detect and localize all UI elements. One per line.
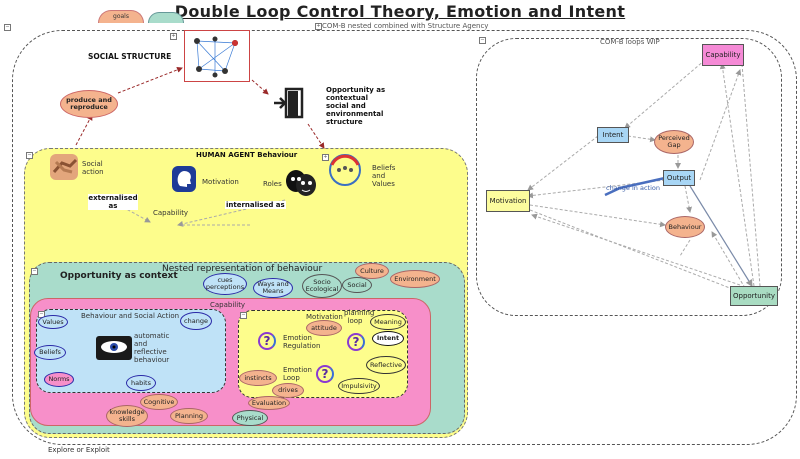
question-loop-icon: ? bbox=[347, 333, 365, 351]
motivation-label: Motivation bbox=[202, 178, 239, 186]
question-loop-icon: ? bbox=[258, 332, 276, 350]
human-agent-collapse[interactable]: − bbox=[26, 152, 33, 159]
human-agent-title: HUMAN AGENT Behaviour bbox=[196, 151, 298, 159]
comb-opportunity-box[interactable]: Opportunity bbox=[730, 286, 778, 306]
change-node[interactable]: change bbox=[180, 312, 212, 330]
comb-container bbox=[476, 38, 782, 316]
socio-ecological-node[interactable]: Socio Ecological bbox=[302, 274, 342, 298]
comb-intent-box[interactable]: Intent bbox=[597, 127, 629, 143]
beliefs-values-label: Beliefs and Values bbox=[372, 164, 396, 188]
internalised-label: internalised as bbox=[225, 201, 286, 209]
comb-output-box[interactable]: Output bbox=[663, 170, 695, 186]
ways-means-node[interactable]: Ways and Means bbox=[253, 278, 293, 298]
roles-label: Roles bbox=[263, 180, 282, 188]
outer-container bbox=[12, 30, 797, 445]
planning-loop-label: planning loop bbox=[344, 309, 375, 325]
community-circle-icon bbox=[328, 153, 362, 187]
intent-node[interactable]: Intent bbox=[372, 331, 404, 346]
cognitive-node[interactable]: Cognitive bbox=[140, 394, 178, 410]
expand-toggle[interactable]: + bbox=[315, 23, 322, 30]
externalised-label: externalised as bbox=[88, 194, 138, 210]
attitude-node[interactable]: attitude bbox=[306, 320, 342, 336]
network-expand[interactable]: + bbox=[170, 33, 177, 40]
norms-node[interactable]: Norms bbox=[44, 372, 74, 387]
handshake-icon bbox=[50, 154, 78, 180]
comb-title: COM-B loops WIP bbox=[600, 38, 660, 46]
motivation-box-collapse[interactable]: − bbox=[240, 312, 247, 319]
comb-change-label: change in action bbox=[606, 184, 660, 192]
social-node[interactable]: Social bbox=[342, 277, 372, 293]
capability-agent-label: Capability bbox=[153, 209, 189, 217]
meaning-node[interactable]: Meaning bbox=[370, 314, 406, 330]
motivation-box-title: Motivation bbox=[306, 313, 343, 321]
comb-motivation-box[interactable]: Motivation bbox=[486, 190, 530, 212]
emotion-loop-label: Emotion Loop bbox=[283, 366, 312, 382]
eye-brain-icon bbox=[96, 336, 132, 360]
outer-collapse[interactable]: − bbox=[4, 24, 11, 31]
head-icon bbox=[172, 166, 196, 192]
subtitle: COM-B nested combined with Structure Age… bbox=[322, 22, 489, 30]
page-title: Double Loop Control Theory, Emotion and … bbox=[174, 2, 626, 21]
exit-door-icon bbox=[272, 86, 306, 120]
footer-label: Explore or Exploit bbox=[48, 446, 110, 454]
question-loop-icon: ? bbox=[316, 365, 334, 383]
evaluation-node[interactable]: Evaluation bbox=[248, 396, 290, 410]
physical-node[interactable]: Physical bbox=[232, 410, 268, 426]
values-node[interactable]: Values bbox=[38, 315, 68, 329]
culture-node[interactable]: Culture bbox=[355, 263, 389, 279]
produce-reproduce-node[interactable]: produce and reproduce bbox=[60, 90, 118, 118]
comb-capability-box[interactable]: Capability bbox=[702, 44, 744, 66]
emotion-regulation-label: Emotion Regulation bbox=[283, 334, 321, 350]
opportunity-context-label: Opportunity as contextual social and env… bbox=[326, 86, 386, 126]
habits-node[interactable]: habits bbox=[126, 375, 156, 391]
nested-collapse[interactable]: − bbox=[31, 268, 38, 275]
drives-node[interactable]: drives bbox=[272, 383, 304, 398]
opportunity-context-title: Opportunity as context bbox=[60, 271, 178, 281]
knowledge-node[interactable]: knowledge skills bbox=[106, 405, 148, 427]
social-structure-label: SOCIAL STRUCTURE bbox=[88, 52, 172, 61]
comb-perceived-gap-node[interactable]: Perceived Gap bbox=[654, 130, 694, 154]
impulsivity-node[interactable]: Impulsivity bbox=[338, 378, 380, 394]
planning-node[interactable]: Planning bbox=[170, 408, 208, 424]
environment-node[interactable]: Environment bbox=[390, 270, 440, 288]
capability-title: Capability bbox=[210, 301, 246, 309]
beliefs-node[interactable]: Beliefs bbox=[34, 345, 66, 360]
network-image-icon bbox=[184, 30, 250, 82]
comb-collapse[interactable]: − bbox=[479, 37, 486, 44]
comb-behaviour-node[interactable]: Behaviour bbox=[665, 216, 705, 238]
behaviour-action-title: Behaviour and Social Action bbox=[81, 312, 180, 320]
theater-masks-icon bbox=[284, 168, 318, 198]
cues-node[interactable]: cues perceptions bbox=[203, 273, 247, 295]
instincts-node[interactable]: instincts bbox=[239, 370, 277, 386]
reflective-node[interactable]: Reflective bbox=[366, 356, 406, 374]
nested-title: Nested representation of behaviour bbox=[162, 264, 323, 274]
social-action-label: Social action bbox=[82, 160, 104, 176]
masks-expand[interactable]: + bbox=[322, 154, 329, 161]
automatic-label: automatic and reflective behaviour bbox=[134, 332, 170, 364]
